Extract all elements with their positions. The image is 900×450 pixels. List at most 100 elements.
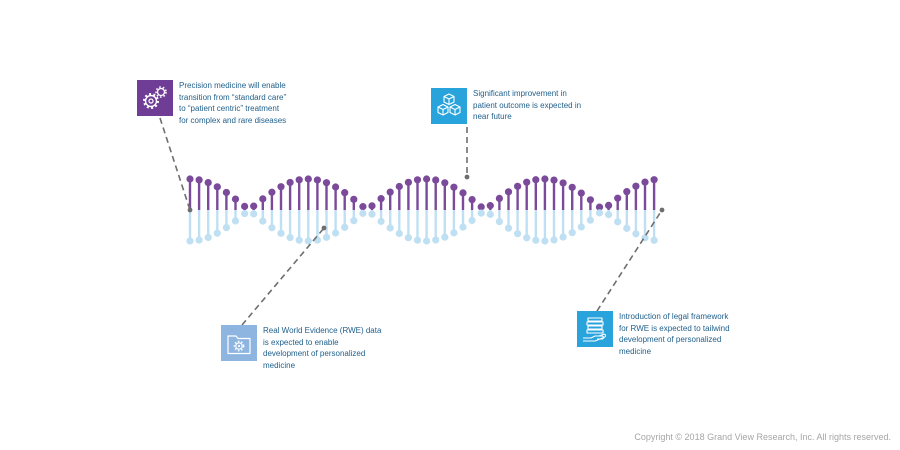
dna-node <box>295 236 303 244</box>
dna-node <box>432 236 440 244</box>
dna-node <box>650 176 658 184</box>
dna-node <box>404 178 412 186</box>
dna-node <box>504 188 513 196</box>
dna-node <box>586 196 595 204</box>
gears-icon <box>137 80 173 116</box>
dna-node <box>368 202 376 210</box>
dna-node <box>486 202 494 210</box>
dna-node <box>459 189 467 197</box>
dna-node <box>332 229 340 237</box>
dna-node <box>468 216 476 225</box>
dna-node <box>559 179 567 187</box>
dna-node <box>514 182 522 190</box>
dna-node <box>350 195 358 203</box>
dna-node <box>650 236 658 244</box>
dna-node <box>541 237 549 245</box>
dna-node <box>222 223 230 232</box>
dna-node <box>250 210 258 218</box>
dna-node <box>559 233 567 241</box>
dna-node <box>204 233 212 242</box>
dna-node <box>195 176 203 184</box>
cubes-icon <box>431 88 467 124</box>
dna-node <box>350 217 358 225</box>
dna-node <box>495 217 503 226</box>
dna-node <box>322 179 331 187</box>
dna-node <box>195 236 203 244</box>
connector-line <box>596 209 663 312</box>
dna-node <box>322 233 331 241</box>
dna-node <box>423 175 431 183</box>
dna-node <box>432 176 440 184</box>
connector-lines <box>159 117 665 326</box>
dna-node <box>450 183 458 191</box>
connector-line <box>241 227 325 326</box>
dna-node <box>268 188 276 196</box>
dna-node <box>231 195 240 203</box>
dna-node <box>377 217 385 225</box>
dna-node <box>641 178 649 186</box>
dna-node <box>577 223 585 231</box>
dna-node <box>277 183 285 191</box>
dna-node <box>523 234 531 242</box>
dna-node <box>614 218 622 226</box>
dna-node <box>632 230 640 238</box>
dna-node <box>605 201 613 209</box>
callout-patient-outcome: Significant improvement in patient outco… <box>431 88 581 124</box>
dna-node <box>386 188 394 196</box>
dna-node <box>259 195 267 203</box>
dna-node <box>395 182 403 191</box>
dna-node <box>586 216 595 224</box>
dna-node <box>213 183 221 191</box>
dna-node <box>568 229 576 237</box>
connector-dot <box>659 207 665 213</box>
dna-node <box>468 195 476 204</box>
dna-node <box>504 224 513 232</box>
dna-node <box>395 229 403 238</box>
dna-node <box>286 233 294 242</box>
dna-node <box>441 233 449 241</box>
dna-node <box>605 211 613 219</box>
dna-node <box>532 176 540 184</box>
dna-node <box>186 175 194 183</box>
callout-text: Introduction of legal framework for RWE … <box>619 312 730 356</box>
callout-rwe-data: Real World Evidence (RWE) data is expect… <box>221 325 381 371</box>
dna-node <box>495 194 503 203</box>
connector-dot <box>187 207 193 213</box>
dna-node <box>250 202 258 210</box>
dna-node <box>359 203 367 211</box>
connector-dot <box>464 174 470 180</box>
dna-node <box>332 183 340 191</box>
connector-line <box>159 117 191 211</box>
dna-node <box>304 175 312 183</box>
dna-node <box>304 237 312 245</box>
folder-gear-icon <box>221 325 257 361</box>
connector-dot <box>321 225 327 231</box>
dna-node <box>359 209 367 217</box>
dna-node <box>213 229 221 237</box>
dna-node <box>477 209 485 217</box>
dna-node <box>623 224 631 232</box>
callout-text: Precision medicine will enable transitio… <box>179 81 287 125</box>
dna-node <box>368 210 376 218</box>
dna-node <box>286 178 294 187</box>
dna-node <box>577 189 585 197</box>
callout-precision-medicine: Precision medicine will enable transitio… <box>137 80 286 126</box>
dna-node <box>568 183 576 191</box>
dna-node <box>222 188 230 197</box>
dna-node <box>423 237 431 245</box>
dna-rungs <box>186 175 658 245</box>
dna-node <box>341 223 349 231</box>
dna-node <box>386 224 394 232</box>
dna-node <box>477 203 485 211</box>
dna-node <box>404 234 412 242</box>
dna-node <box>413 236 422 244</box>
copyright-notice: Copyright © 2018 Grand View Research, In… <box>634 432 891 442</box>
dna-node <box>450 229 458 237</box>
dna-node <box>268 224 276 232</box>
dna-node <box>413 176 422 184</box>
dna-node <box>313 176 321 184</box>
callout-text: Significant improvement in patient outco… <box>473 89 582 121</box>
dna-node <box>241 202 249 210</box>
dna-node <box>614 194 622 202</box>
